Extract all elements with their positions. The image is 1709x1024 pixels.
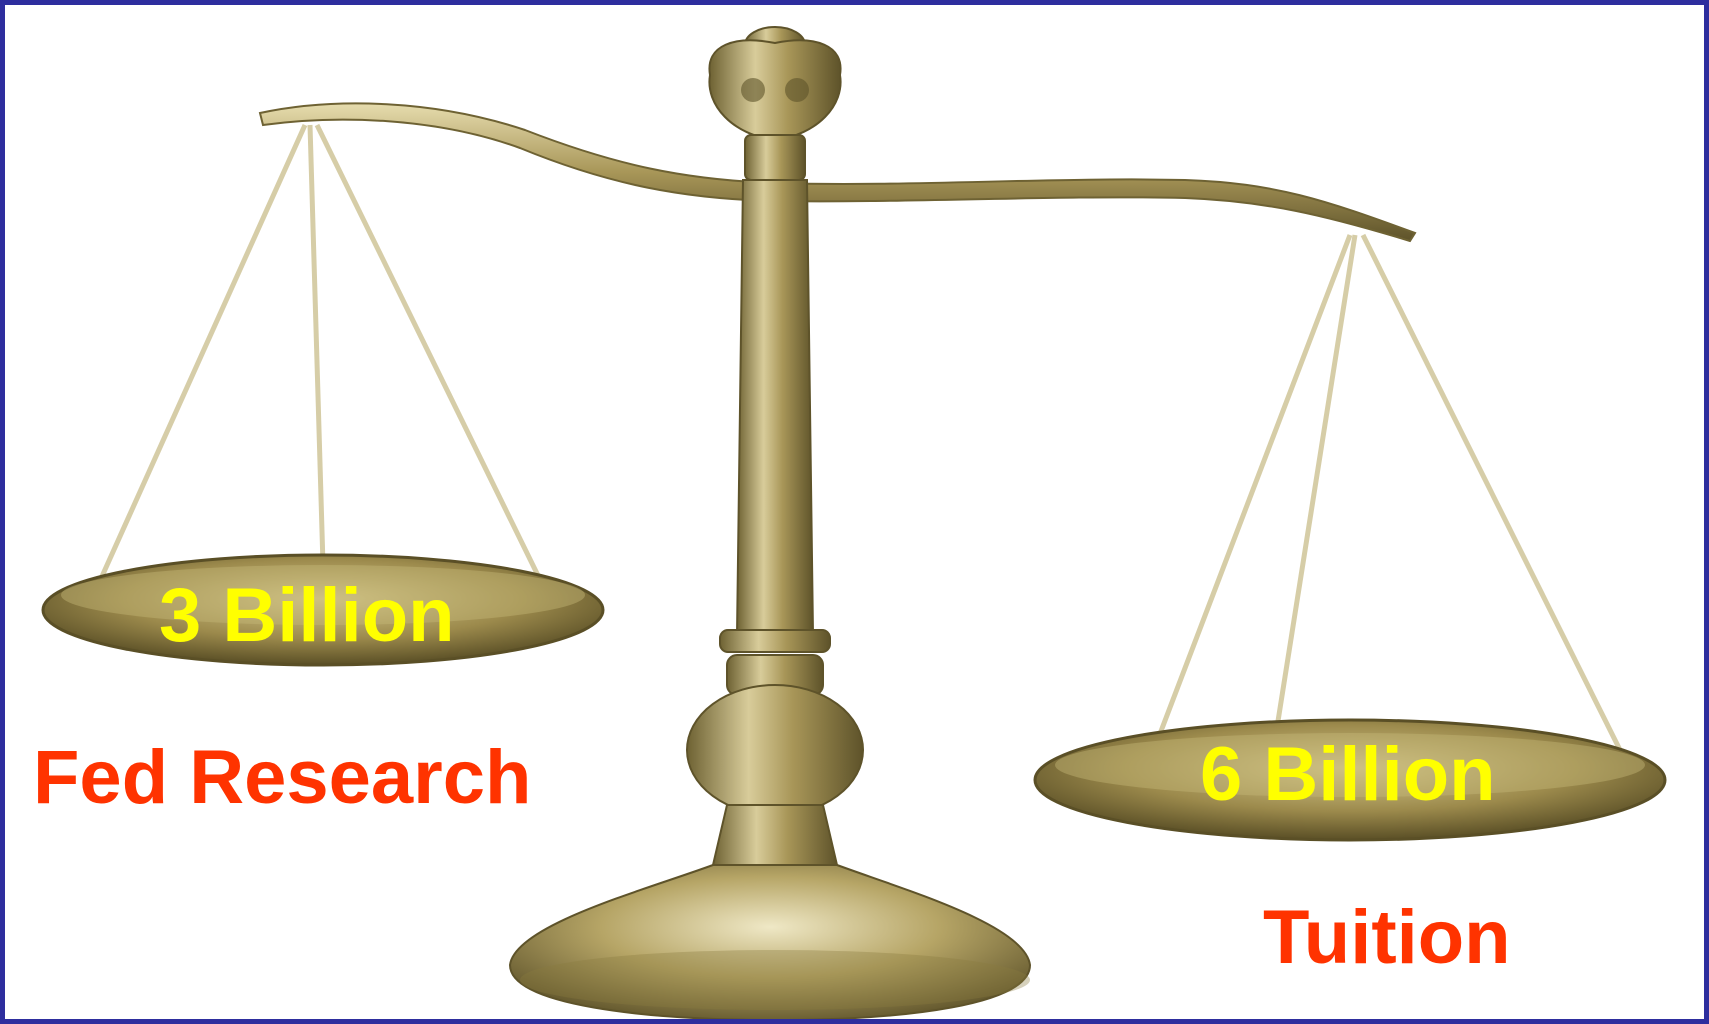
scale-base [508,864,1032,1019]
right-pan-caption: Tuition [1263,895,1511,980]
balance-scale-illustration [41,26,1667,1019]
left-pan-caption: Fed Research [33,735,532,820]
right-chains [1147,233,1628,762]
left-chains [87,123,553,605]
scale-beam [258,102,1417,243]
scale-finial [708,26,842,181]
right-pan-amount: 6 Billion [1200,732,1496,817]
left-pan [41,553,605,667]
left-pan-amount: 3 Billion [159,573,455,658]
scale-column [735,179,815,636]
scale-bulb [686,684,864,816]
right-pan [1033,718,1667,842]
